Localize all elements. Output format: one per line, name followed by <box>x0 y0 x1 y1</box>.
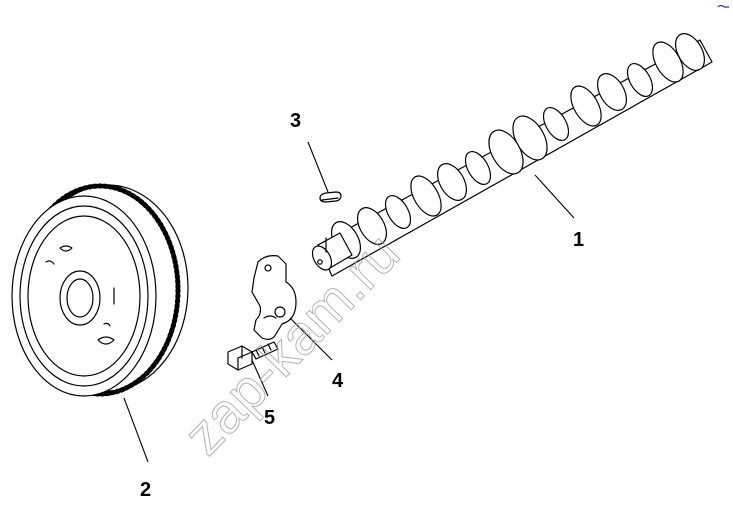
thrust-plate <box>251 255 297 340</box>
leader-lines <box>123 141 575 463</box>
callout-2: 2 <box>140 479 151 501</box>
key-part <box>319 191 342 203</box>
camshaft-lobes <box>330 33 706 259</box>
callout-4: 4 <box>332 370 344 392</box>
watermark: zap-kam.ru <box>171 221 411 466</box>
camshaft-gear <box>11 183 189 397</box>
callout-3: 3 <box>290 110 301 132</box>
bolt-part <box>227 341 279 371</box>
camshaft <box>311 33 713 277</box>
callout-5: 5 <box>264 407 275 429</box>
callout-1: 1 <box>573 229 584 251</box>
corner-mark-icon <box>717 4 729 8</box>
